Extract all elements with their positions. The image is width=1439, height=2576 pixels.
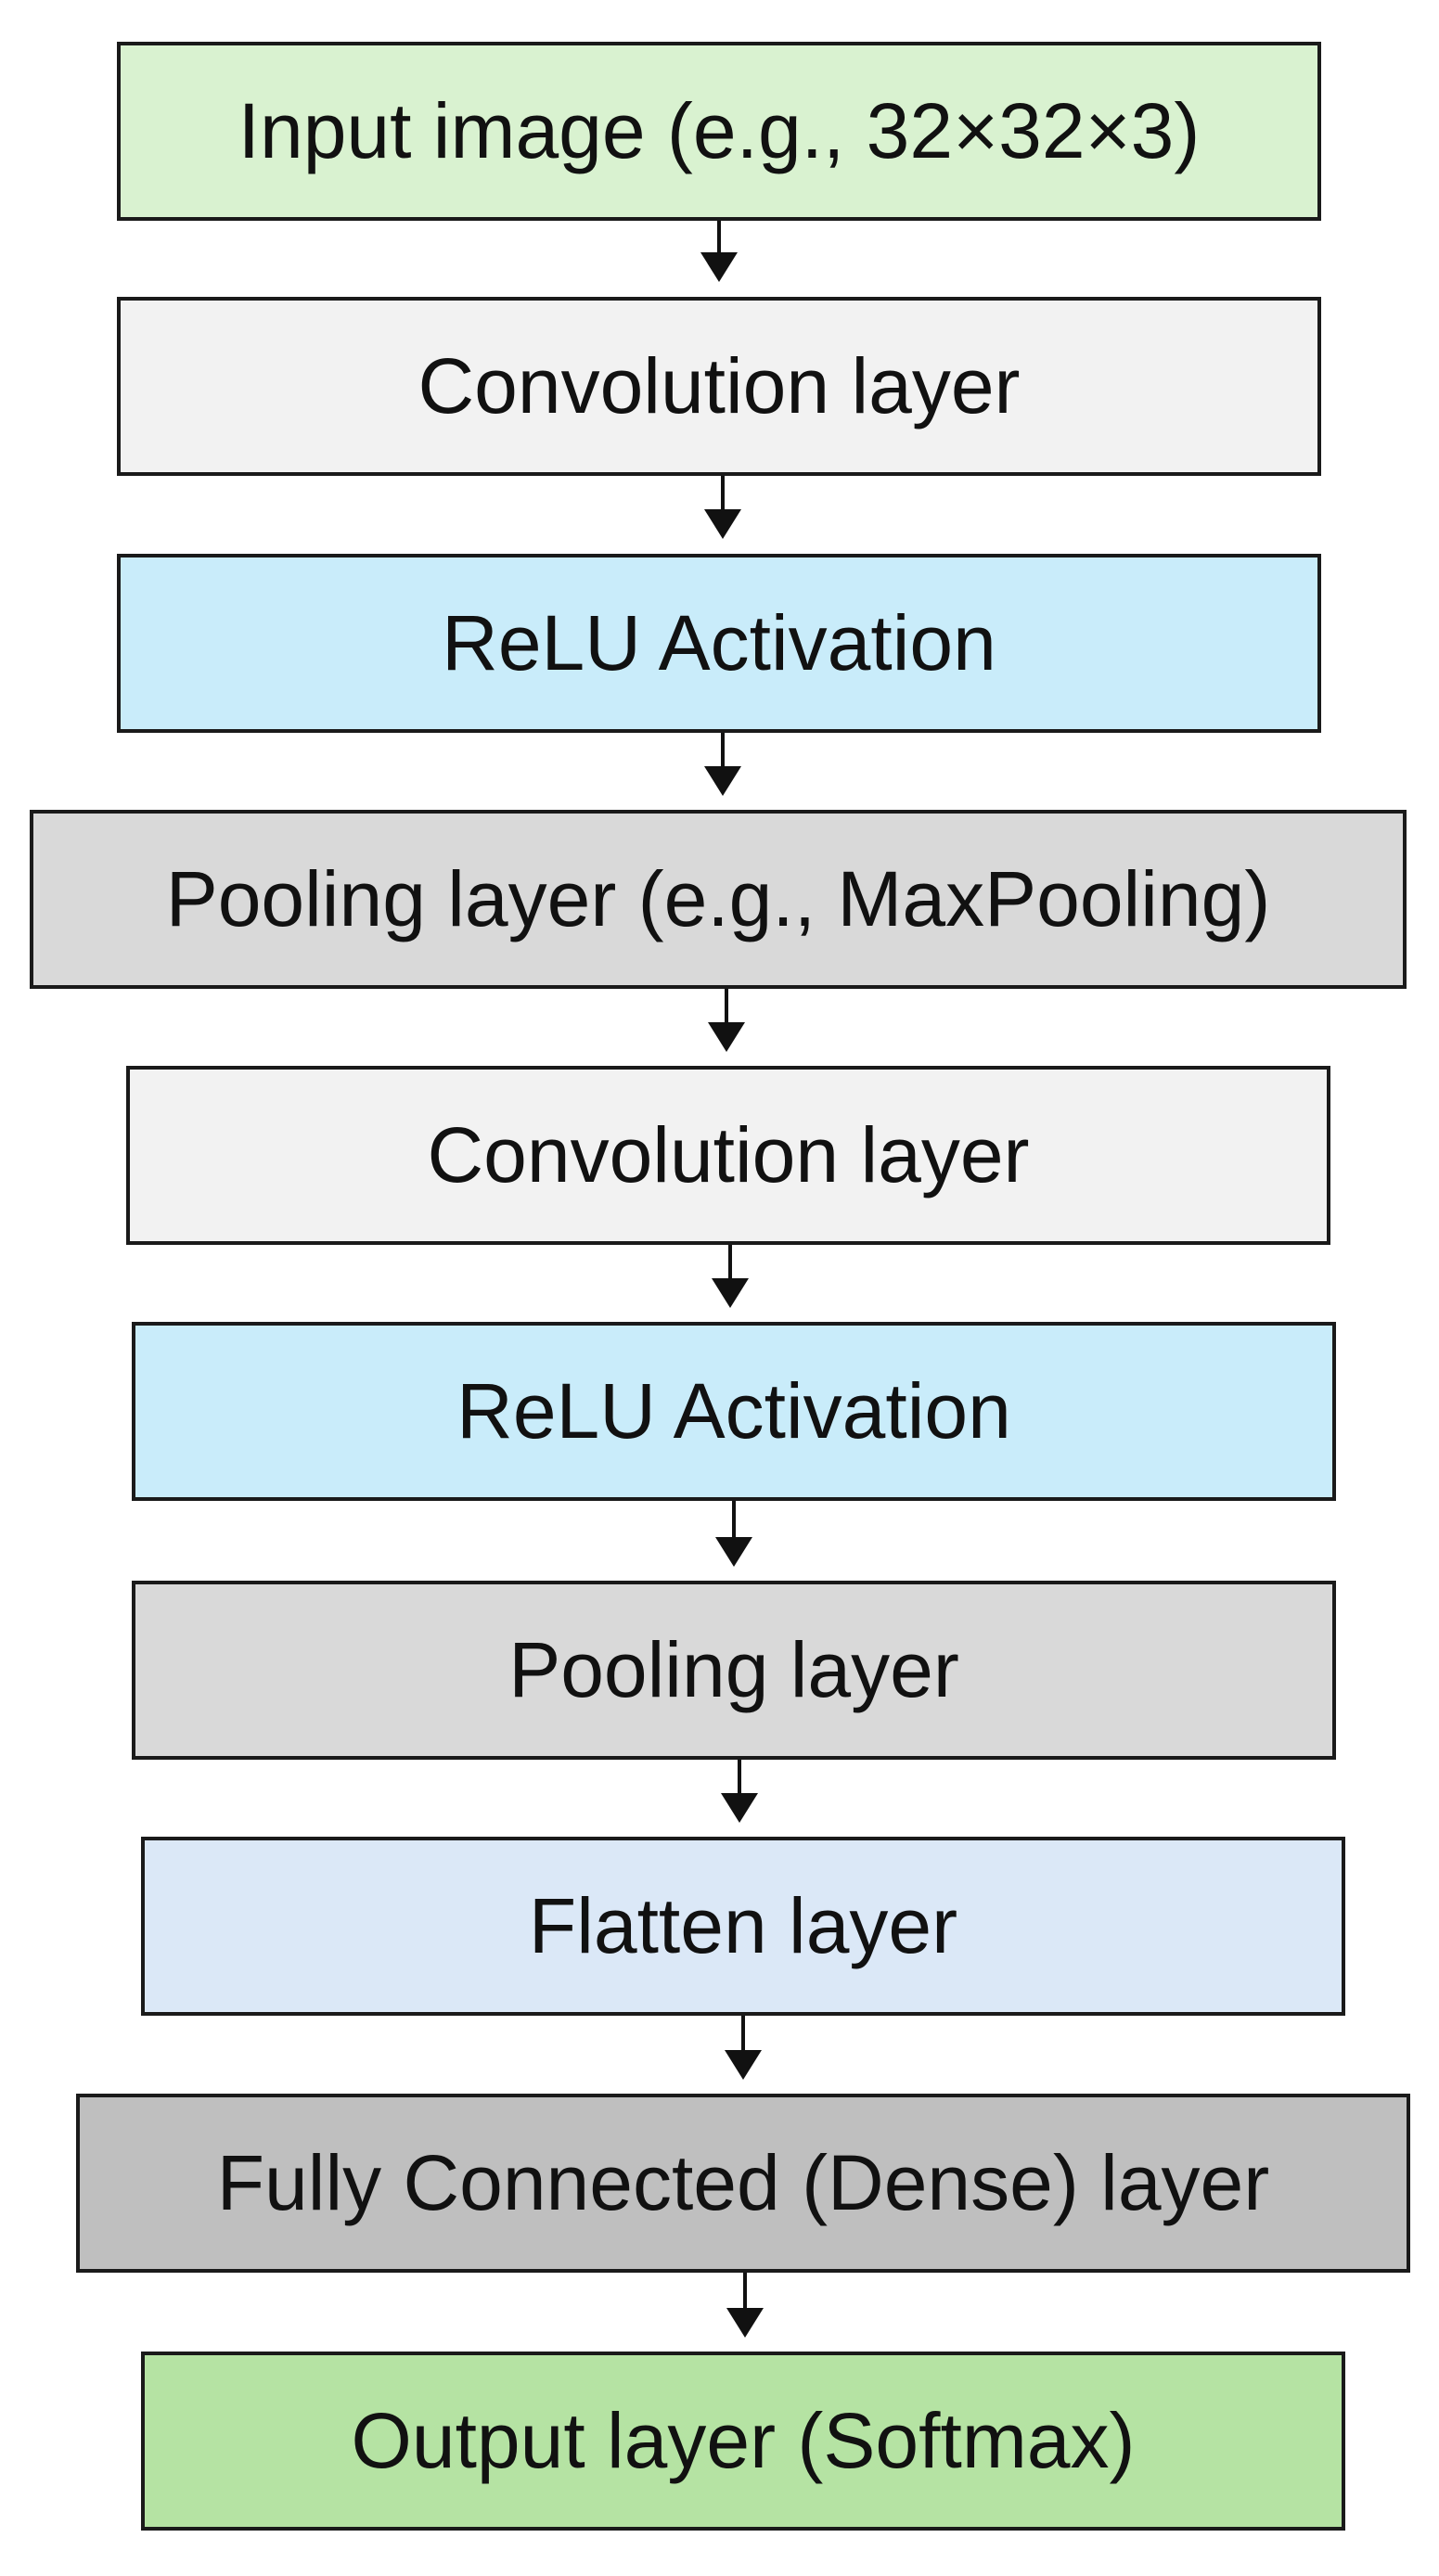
arrow-input-to-conv1 [717, 221, 721, 258]
arrowhead-input-to-conv1 [700, 252, 738, 282]
arrow-conv2-to-relu2 [728, 1245, 732, 1284]
arrowhead-pool2-to-flatten [721, 1793, 758, 1823]
arrowhead-dense-to-output [726, 2308, 764, 2338]
node-relu-activation-2: ReLU Activation [132, 1322, 1336, 1501]
arrowhead-relu2-to-pool2 [715, 1537, 752, 1567]
node-convolution-layer-1: Convolution layer [117, 297, 1321, 476]
arrowhead-conv2-to-relu2 [712, 1278, 749, 1308]
node-flatten-layer: Flatten layer [141, 1837, 1345, 2016]
node-input-image: Input image (e.g., 32×32×3) [117, 42, 1321, 221]
node-relu-activation-1: ReLU Activation [117, 554, 1321, 733]
node-dense-layer: Fully Connected (Dense) layer [76, 2094, 1410, 2273]
arrow-pool2-to-flatten [738, 1760, 741, 1799]
node-pooling-layer-2: Pooling layer [132, 1581, 1336, 1760]
arrowhead-conv1-to-relu1 [704, 509, 741, 539]
arrow-relu2-to-pool2 [732, 1501, 736, 1543]
arrow-dense-to-output [743, 2273, 747, 2313]
arrow-flatten-to-dense [741, 2016, 745, 2056]
arrow-relu1-to-pool1 [721, 733, 725, 772]
arrowhead-relu1-to-pool1 [704, 766, 741, 796]
arrow-pool1-to-conv2 [725, 989, 728, 1028]
arrowhead-pool1-to-conv2 [708, 1022, 745, 1052]
node-pooling-layer-1: Pooling layer (e.g., MaxPooling) [30, 810, 1407, 989]
node-convolution-layer-2: Convolution layer [126, 1066, 1330, 1245]
arrowhead-flatten-to-dense [725, 2050, 762, 2080]
arrow-conv1-to-relu1 [721, 476, 725, 515]
node-output-layer: Output layer (Softmax) [141, 2352, 1345, 2531]
